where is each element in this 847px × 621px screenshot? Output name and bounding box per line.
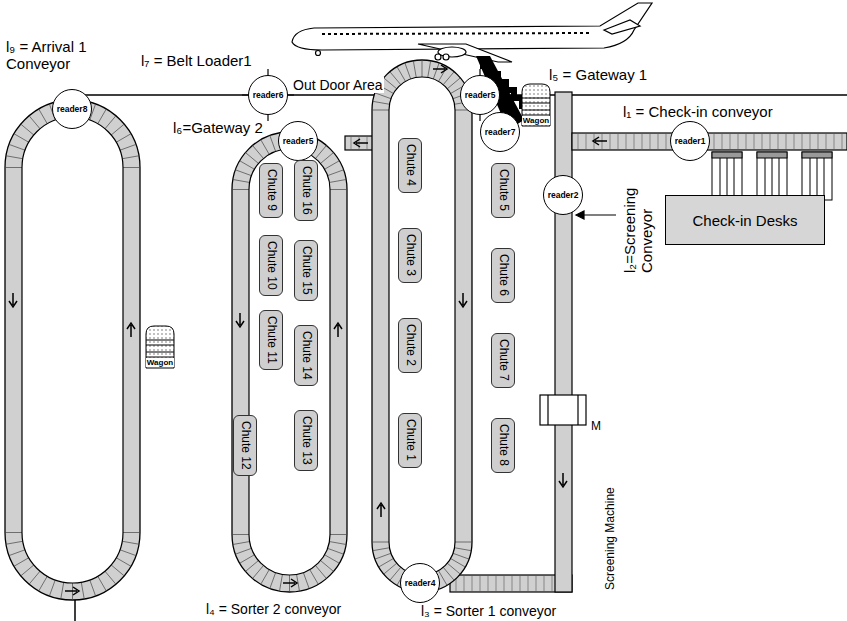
reader-circle: reader6 xyxy=(248,75,288,115)
chute-box: Chute 1 xyxy=(398,413,422,468)
node-text: Chute 4 xyxy=(403,144,416,186)
text-label: l₆=Gateway 2 xyxy=(172,119,264,136)
direction-arrow xyxy=(127,323,135,337)
chute-box: Chute 14 xyxy=(294,325,318,386)
chute-box: Chute 4 xyxy=(398,138,422,193)
node-text: Chute 6 xyxy=(496,254,509,296)
wagon-cart xyxy=(146,84,550,368)
desk-box: Check-in Desks xyxy=(665,195,825,245)
chute-box: Chute 15 xyxy=(294,240,318,301)
text-label: l₉ = Arrival 1 Conveyor xyxy=(5,38,117,73)
conveyor-belt xyxy=(555,92,572,592)
chute-box: Chute 8 xyxy=(491,418,515,473)
direction-arrow xyxy=(65,587,79,595)
direction-arrow xyxy=(354,139,368,147)
reader-circle: reader5 xyxy=(460,75,500,115)
node-text: Chute 10 xyxy=(264,241,277,290)
airplane xyxy=(292,3,652,62)
node-text: Chute 13 xyxy=(299,416,312,465)
chute-box: Chute 9 xyxy=(259,163,283,218)
text-label: l₇ = Belt Loader1 xyxy=(140,52,253,69)
chute-box: Chute 2 xyxy=(398,318,422,373)
direction-arrow xyxy=(9,293,17,307)
text-label: l₃ = Sorter 1 conveyor xyxy=(420,603,557,619)
direction-arrow xyxy=(334,323,342,337)
node-text: Check-in Desks xyxy=(692,212,797,229)
text-label: l₅ = Gateway 1 xyxy=(548,66,648,83)
reader-circle: reader1 xyxy=(670,121,710,161)
conveyor-loop xyxy=(372,60,472,592)
check-in-desk xyxy=(712,152,832,200)
leader-arrow xyxy=(576,211,616,219)
node-text: Chute 2 xyxy=(403,324,416,366)
conveyor-belt xyxy=(450,575,572,592)
direction-arrow xyxy=(283,579,297,587)
reader-circle: reader2 xyxy=(543,175,583,215)
text-label: l₁ = Check-in conveyor xyxy=(622,103,774,120)
node-text: Chute 14 xyxy=(299,331,312,380)
chute-box: Chute 7 xyxy=(491,333,515,388)
direction-arrow xyxy=(236,313,244,327)
node-text: Chute 5 xyxy=(496,169,509,211)
text-label: Out Door Area xyxy=(292,77,384,93)
node-text: reader1 xyxy=(675,136,706,146)
direction-arrow xyxy=(593,137,607,145)
node-text: reader7 xyxy=(485,127,516,137)
chute-box: Chute 12 xyxy=(233,415,257,476)
text-label: Screening Machine xyxy=(603,440,619,590)
node-text: reader6 xyxy=(253,90,284,100)
text-label: l₂=Screening Conveyor xyxy=(620,158,657,273)
wagon: Wagon xyxy=(140,326,181,368)
node-text: Wagon xyxy=(522,116,550,125)
reader-circle: reader8 xyxy=(52,89,92,129)
node-text: Chute 1 xyxy=(403,419,416,461)
node-text: Chute 11 xyxy=(264,316,277,364)
direction-arrow xyxy=(559,473,567,487)
direction-arrow xyxy=(459,293,467,307)
reader-circle: reader7 xyxy=(480,112,520,152)
direction-arrow xyxy=(433,65,447,73)
direction-arrow xyxy=(377,503,385,517)
node-text: Chute 12 xyxy=(238,421,251,470)
node-text: reader2 xyxy=(548,190,579,200)
reader-circle: reader5 xyxy=(278,121,318,161)
conveyor-loop xyxy=(5,100,140,600)
chute-box: Chute 3 xyxy=(398,228,422,283)
chute-box: Chute 6 xyxy=(491,248,515,303)
chute-box: Chute 10 xyxy=(259,235,283,296)
text-label: l₄ = Sorter 2 conveyor xyxy=(205,601,342,617)
reader-circle: reader4 xyxy=(400,563,440,603)
chute-box: Chute 13 xyxy=(294,410,318,471)
node-text: reader5 xyxy=(283,136,314,146)
chute-box: Chute 5 xyxy=(491,163,515,218)
text-label: M xyxy=(590,420,602,434)
node-text: Chute 9 xyxy=(264,169,277,211)
node-text: Chute 8 xyxy=(496,424,509,466)
node-text: Chute 3 xyxy=(403,234,416,276)
chute-box: Chute 16 xyxy=(294,160,318,221)
node-text: reader8 xyxy=(57,104,88,114)
chute-box: Chute 11 xyxy=(259,310,283,370)
node-text: Chute 15 xyxy=(299,246,312,295)
wagon: Wagon xyxy=(516,84,557,126)
node-text: Chute 7 xyxy=(496,339,509,381)
node-text: Wagon xyxy=(146,358,174,367)
node-text: Chute 16 xyxy=(299,166,312,215)
node-text: reader4 xyxy=(405,578,436,588)
conveyor-loop xyxy=(232,132,347,592)
node-text: reader5 xyxy=(465,90,496,100)
screening-machine xyxy=(540,395,586,425)
